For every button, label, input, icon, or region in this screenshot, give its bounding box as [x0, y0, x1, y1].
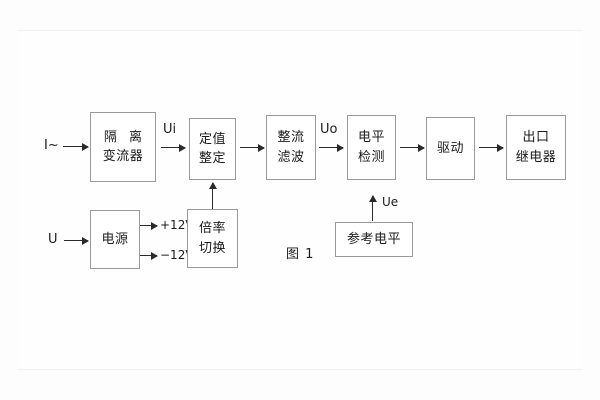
arrow-reference-level-to-level-detect	[368, 195, 377, 221]
arrow-power-supply-negative-rail	[140, 251, 158, 260]
rail-positive-label: +12V	[160, 218, 194, 232]
arrow-input-current-to-isolation-ct	[63, 142, 89, 151]
block-output-relay[interactable]: 出口 继电器	[506, 115, 566, 180]
arrow-power-supply-positive-rail	[140, 221, 158, 230]
block-power-supply[interactable]: 电源	[90, 210, 140, 269]
signal-uo-label: Uo	[320, 122, 338, 137]
input-voltage-label: U	[48, 232, 58, 247]
arrow-rectify-filter-to-level-detect	[319, 143, 344, 152]
block-output-relay-line-2: 继电器	[515, 149, 557, 165]
signal-ue-label: Ue	[382, 195, 399, 209]
block-level-detect-line-1: 电平	[357, 130, 385, 145]
block-ratio-switch-line-2: 切换	[198, 240, 226, 256]
block-rectify-filter-line-1: 整流	[277, 130, 305, 145]
block-isolation-ct-line-1: 隔 离	[103, 129, 147, 145]
block-isolation-ct-line-2: 变流器	[102, 149, 144, 164]
block-level-detect-line-2: 检测	[357, 149, 385, 165]
block-reference-level[interactable]: 参考电平	[335, 222, 413, 257]
block-output-relay-line-1: 出口	[522, 130, 550, 145]
block-ratio-switch-line-1: 倍率	[198, 221, 226, 236]
input-current-label: I~	[44, 138, 59, 153]
arrow-isolation-ct-to-setting-value	[161, 143, 186, 152]
block-reference-level-line-1: 参考电平	[346, 231, 401, 247]
block-setting-value[interactable]: 定值 整定	[189, 118, 236, 180]
signal-ui-label: Ui	[163, 122, 177, 137]
block-isolation-ct[interactable]: 隔 离 变流器	[90, 112, 156, 182]
block-drive-line-1: 驱动	[436, 140, 464, 156]
block-power-supply-line-1: 电源	[101, 231, 129, 247]
block-rectify-filter-line-2: 滤波	[277, 149, 305, 165]
block-drive[interactable]: 驱动	[426, 117, 475, 180]
block-setting-value-line-1: 定值	[198, 131, 226, 147]
block-level-detect[interactable]: 电平 检测	[347, 115, 396, 180]
arrow-setting-value-to-rectify-filter	[240, 143, 265, 152]
rail-negative-label: −12V	[160, 248, 194, 262]
arrow-level-detect-to-drive	[400, 143, 425, 152]
figure-plate	[18, 30, 582, 370]
block-setting-value-line-2: 整定	[198, 151, 226, 166]
block-rectify-filter[interactable]: 整流 滤波	[266, 115, 316, 180]
arrow-drive-to-output-relay	[479, 143, 504, 152]
arrow-ratio-switch-to-setting-value	[208, 182, 217, 209]
arrow-input-voltage-to-power-supply	[64, 236, 89, 245]
block-ratio-switch[interactable]: 倍率 切换	[187, 209, 238, 268]
figure-caption: 图 1	[286, 247, 315, 262]
